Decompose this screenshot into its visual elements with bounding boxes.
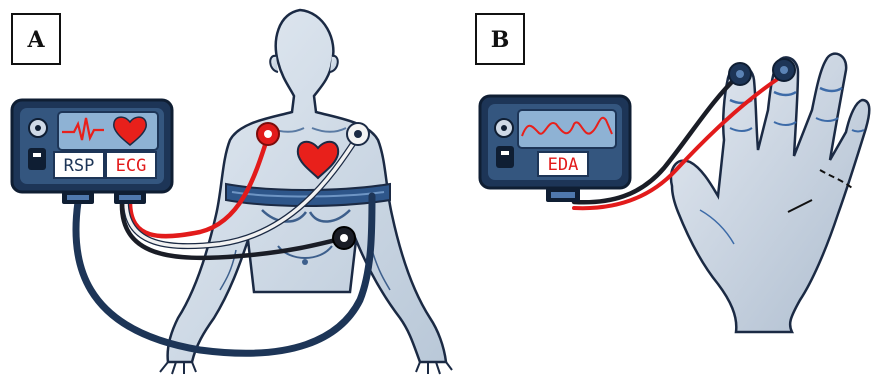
eda-label: EDA bbox=[548, 155, 579, 175]
switch-icon bbox=[496, 146, 514, 168]
switch-icon bbox=[28, 148, 46, 170]
panel-a-label: A bbox=[12, 14, 60, 64]
svg-text:A: A bbox=[26, 27, 45, 53]
ecg-label: ECG bbox=[116, 156, 147, 176]
panel-b-label: B bbox=[476, 14, 524, 64]
eda-device: EDA bbox=[480, 96, 630, 202]
hand-figure bbox=[671, 54, 869, 332]
ecg-electrode-white bbox=[347, 123, 369, 145]
device-b-screen bbox=[518, 110, 616, 148]
eda-electrode-1 bbox=[729, 63, 751, 85]
ecg-electrode-black bbox=[333, 227, 355, 249]
ecg-electrode-red bbox=[257, 123, 279, 145]
eda-electrode-2 bbox=[773, 59, 795, 81]
rsp-label: RSP bbox=[64, 156, 95, 176]
rsp-ecg-device: RSP ECG bbox=[12, 100, 172, 204]
svg-text:B: B bbox=[491, 27, 510, 53]
